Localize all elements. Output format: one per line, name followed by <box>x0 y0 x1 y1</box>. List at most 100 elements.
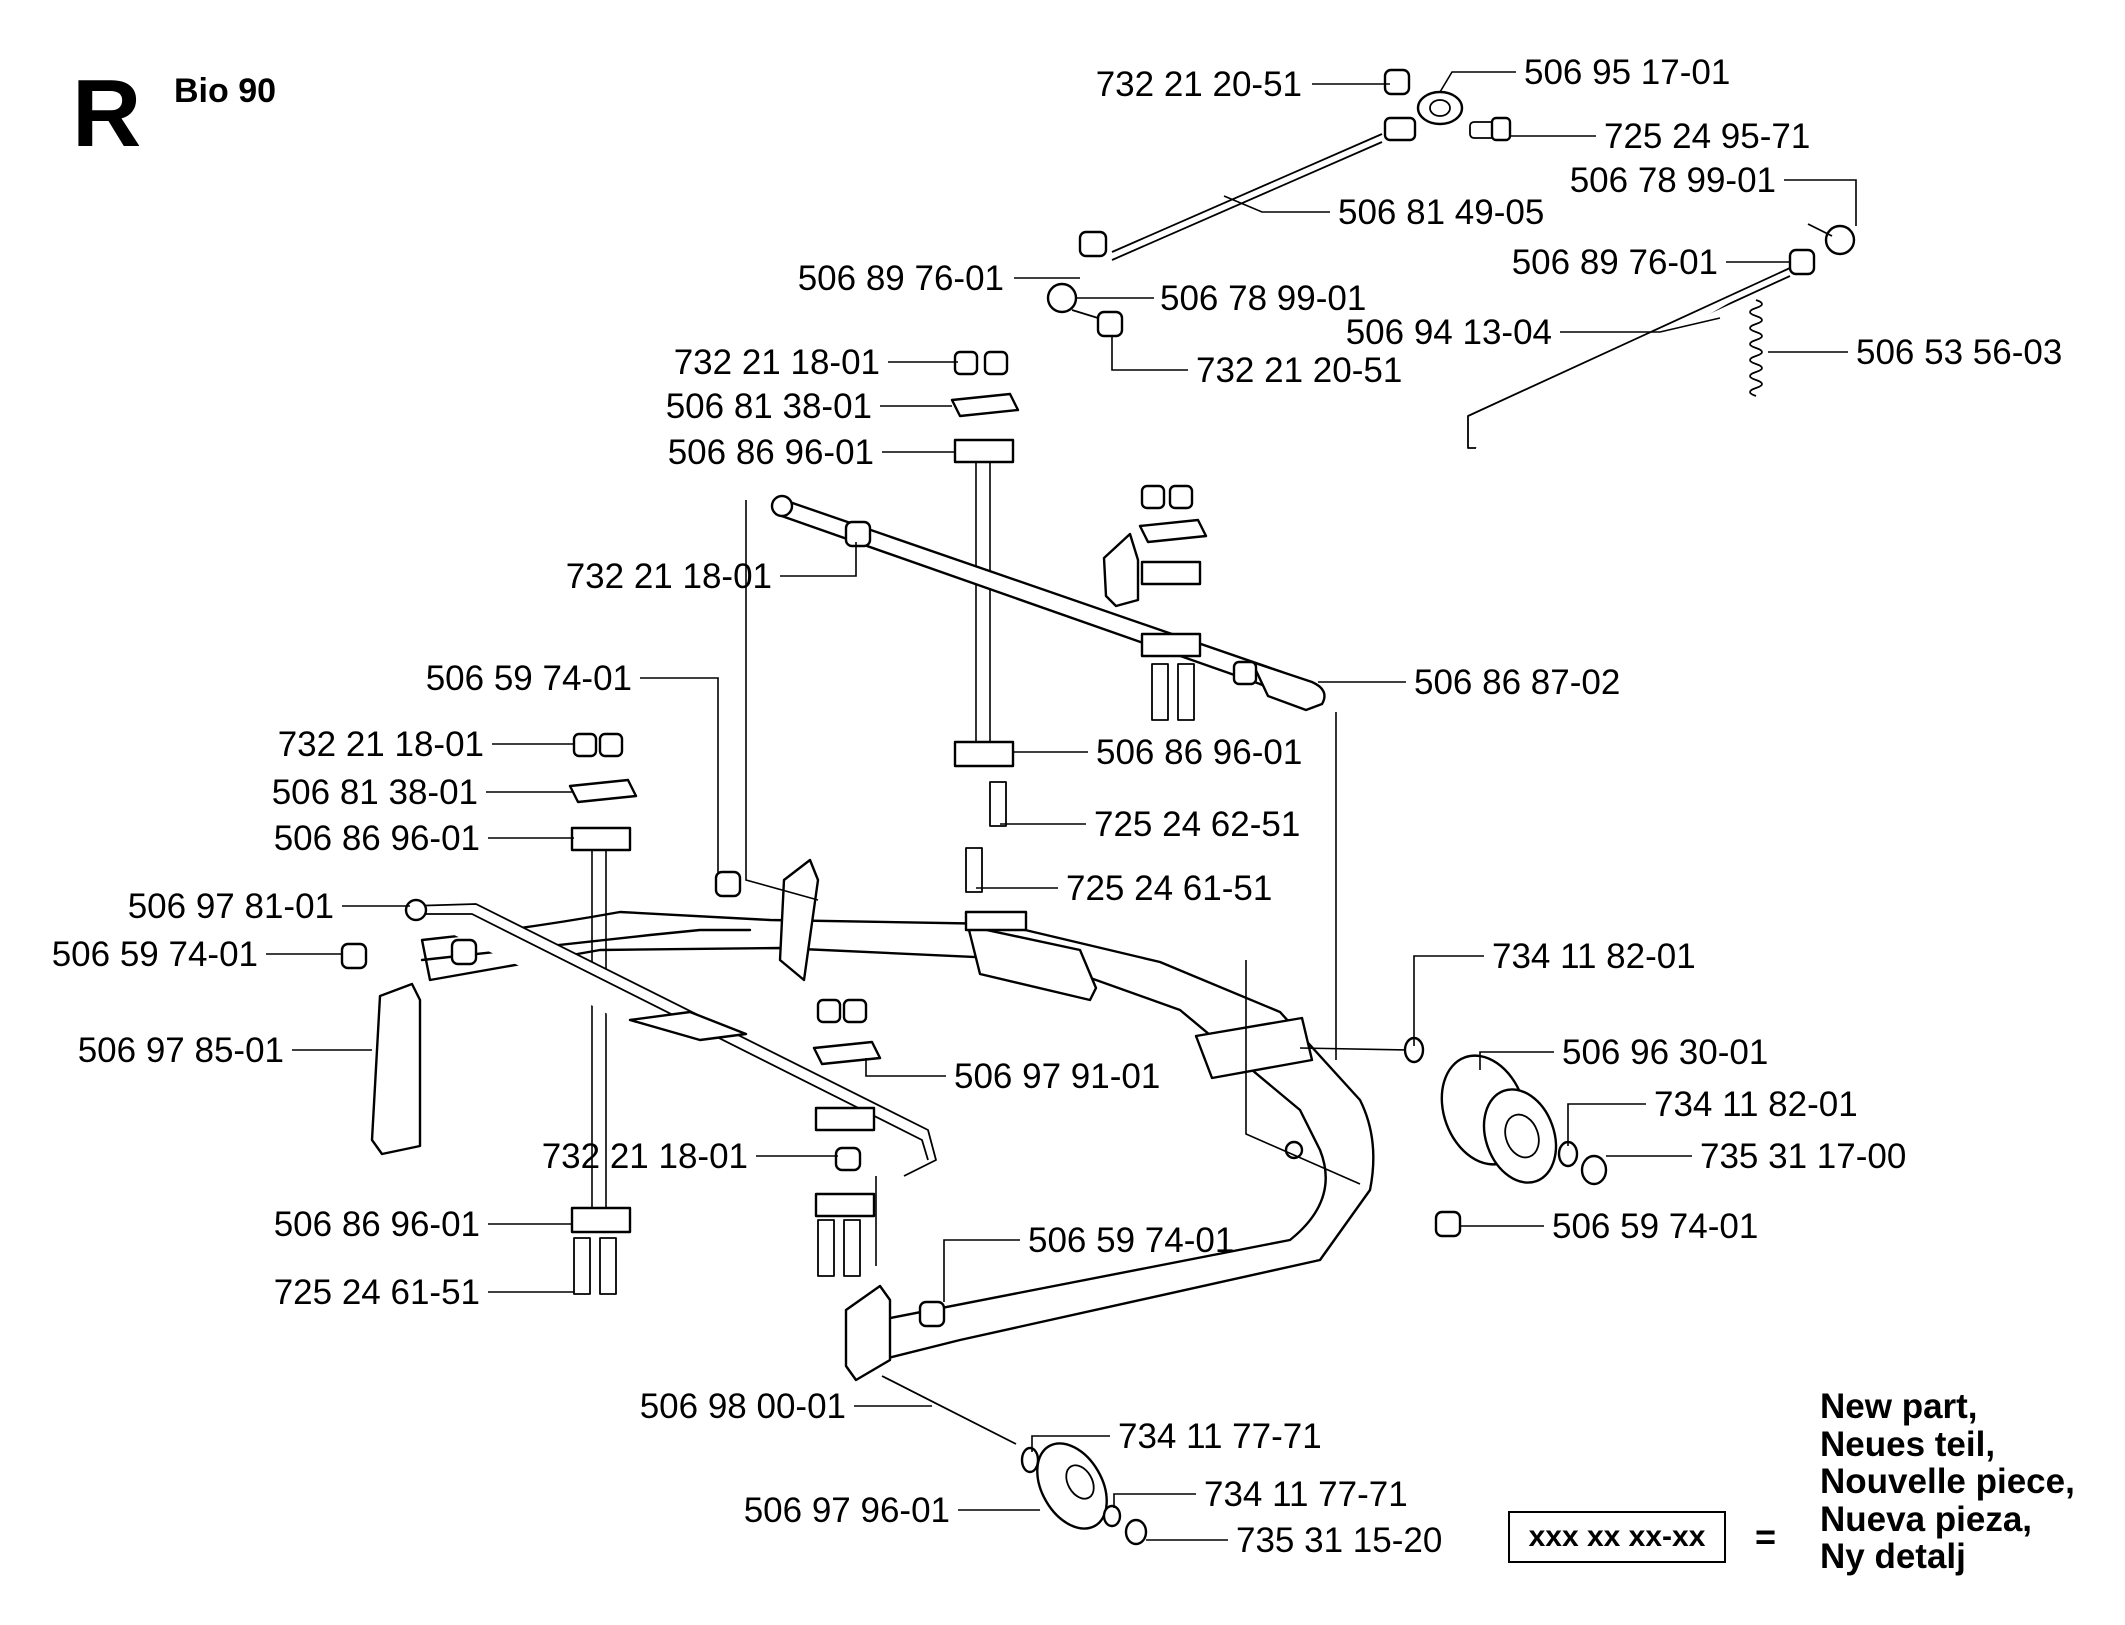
legend-line: Neues teil, <box>1820 1424 1996 1464</box>
bent-control-rod <box>1475 275 1791 448</box>
callout-label: 732 21 20-51 <box>1196 351 1402 390</box>
lower-clip <box>1124 1518 1148 1546</box>
callout-label: 506 78 99-01 <box>1160 279 1366 318</box>
callout-label: 735 31 17-00 <box>1700 1137 1906 1176</box>
leader-27 <box>865 1058 946 1077</box>
callout-label: 506 78 99-01 <box>1570 161 1776 200</box>
left-bracket-bolt <box>340 942 368 970</box>
callout-label: 506 89 76-01 <box>798 259 1004 298</box>
callout-label: 506 86 87-02 <box>1414 663 1620 702</box>
callout-label: 506 81 49-05 <box>1338 193 1544 232</box>
leader-4 <box>1223 195 1330 213</box>
bracket-nut-b <box>1168 484 1194 510</box>
callout-label: 506 86 96-01 <box>1096 733 1302 772</box>
callout-label: 506 59 74-01 <box>1552 1207 1758 1246</box>
left-stack-nut-a <box>572 732 598 758</box>
bracket-bolt-b <box>1177 663 1195 721</box>
callout-label: 732 21 18-01 <box>674 343 880 382</box>
lower-washer-a <box>1020 1446 1040 1474</box>
leader-lines <box>266 71 1857 1541</box>
leader-8 <box>1560 317 1721 333</box>
upper-tube-nut <box>844 520 872 548</box>
mid-bolt-a <box>817 1219 835 1277</box>
legend-line: Nueva pieza, <box>1820 1499 2033 1539</box>
leader-14 <box>780 542 857 577</box>
new-part-legend: New part, Neues teil, Nouvelle piece, Nu… <box>1820 1388 2075 1576</box>
lower-rod-end <box>404 898 428 922</box>
callout-label: 732 21 18-01 <box>542 1137 748 1176</box>
lower-rod-nut <box>450 938 478 966</box>
tow-block-lower <box>1194 1016 1314 1080</box>
lower-washer-b <box>1102 1504 1122 1528</box>
leader-15 <box>640 677 719 874</box>
mid-bolt-b <box>843 1219 861 1277</box>
left-hinge-bracket <box>370 982 422 1156</box>
tow-pin <box>964 910 1028 932</box>
callout-label: 506 59 74-01 <box>426 659 632 698</box>
callout-label: 506 59 74-01 <box>52 935 258 974</box>
callout-label: 506 86 96-01 <box>274 819 480 858</box>
left-bolt-a <box>573 1237 591 1295</box>
callout-label: 506 97 81-01 <box>128 887 334 926</box>
tension-spring <box>1749 299 1763 397</box>
left-clamp-block <box>570 826 632 852</box>
leader-1 <box>1439 71 1516 93</box>
upper-threaded-rod-edge <box>1111 133 1383 253</box>
callout-label: 725 24 61-51 <box>1066 869 1272 908</box>
ball-joint-lock-nut <box>1096 310 1124 338</box>
model-name: Bio 90 <box>174 72 277 110</box>
callout-label: 506 53 56-03 <box>1856 333 2062 372</box>
callout-label: 506 96 30-01 <box>1562 1033 1768 1072</box>
callout-label: 506 95 17-01 <box>1524 53 1730 92</box>
guide-a <box>745 500 819 901</box>
tube-bracket <box>1102 532 1140 608</box>
callout-label: 506 97 91-01 <box>954 1057 1160 1096</box>
lower-rod-paddle <box>628 1010 748 1042</box>
callout-label: 506 97 96-01 <box>744 1491 950 1530</box>
lower-wheel-hub <box>1065 1464 1095 1500</box>
callout-label: 725 24 62-51 <box>1094 805 1300 844</box>
clamp-block-mid <box>953 740 1015 768</box>
callout-label: 506 86 96-01 <box>274 1205 480 1244</box>
callout-label: 734 11 82-01 <box>1492 937 1696 976</box>
clamp-block-upper <box>953 438 1015 464</box>
frame-mount-bracket <box>778 858 820 982</box>
callout-label: 506 81 38-01 <box>666 387 872 426</box>
left-clamp-plate <box>568 778 638 804</box>
right-frame-bolt <box>1434 1210 1462 1238</box>
callout-label: 732 21 18-01 <box>566 557 772 596</box>
callout-label: 734 11 82-01 <box>1654 1085 1858 1124</box>
callout-label: 725 24 95-71 <box>1604 117 1810 156</box>
guide-b <box>1245 960 1361 1185</box>
left-stack-nut-b <box>598 732 624 758</box>
callout-label: 734 11 77-71 <box>1118 1417 1322 1456</box>
left-clamp-block-low <box>570 1206 632 1234</box>
left-bolt-b <box>599 1237 617 1295</box>
legend-line: New part, <box>1820 1387 1978 1426</box>
clamp-plate-upper <box>950 392 1020 418</box>
right-wheel-hub <box>1504 1113 1540 1159</box>
tow-block-upper <box>966 924 1098 1002</box>
axle-pin <box>1299 1047 1411 1051</box>
upper-nut-2 <box>1383 116 1417 142</box>
exploded-parts-drawing <box>340 68 1856 1546</box>
leader-33 <box>943 1239 1020 1302</box>
tube-end-nut <box>1232 660 1258 686</box>
bent-control-rod-edge <box>1467 267 1791 449</box>
bracket-nut-a <box>1140 484 1166 510</box>
right-ball-joint-nut <box>1788 248 1816 276</box>
front-lower-bracket <box>844 1284 892 1382</box>
callout-label: 506 98 00-01 <box>640 1387 846 1426</box>
mid-clamp-block-low <box>814 1192 876 1218</box>
ball-joint-nut <box>1078 230 1108 258</box>
leader-3 <box>1784 179 1857 226</box>
upper-tube-end <box>770 494 794 518</box>
ball-joint-left <box>1046 282 1078 314</box>
callout-label: 732 21 18-01 <box>278 725 484 764</box>
front-bracket-bolt <box>918 1300 946 1328</box>
bracket-bolt-a <box>1151 663 1169 721</box>
tube-end-cap <box>1250 660 1326 712</box>
callout-label: 732 21 20-51 <box>1096 65 1302 104</box>
callout-label: 506 81 38-01 <box>272 773 478 812</box>
